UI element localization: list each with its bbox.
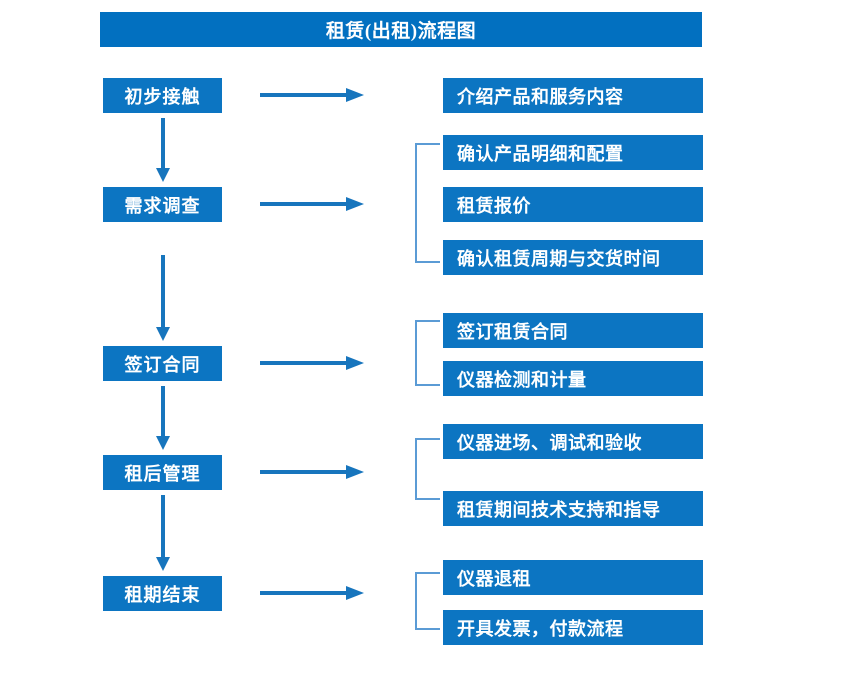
group-bracket-4 [415,438,440,500]
arrow-shaft [260,361,348,365]
group-bracket-5 [415,572,440,630]
detail-node-2-1[interactable]: 确认产品明细和配置 [443,135,703,170]
arrow-head-icon [346,465,364,479]
stage-arrow-1 [260,88,364,102]
arrow-shaft [161,386,165,436]
group-bracket-2 [415,143,440,263]
detail-node-1-1[interactable]: 介绍产品和服务内容 [443,78,703,113]
arrow-shaft [161,118,165,168]
stage-node-1[interactable]: 初步接触 [103,78,222,113]
stage-arrow-5 [260,586,364,600]
arrow-head-icon [156,168,170,182]
arrow-shaft [161,255,165,327]
stage-node-5[interactable]: 租期结束 [103,576,222,611]
stage-arrow-2 [260,197,364,211]
stage-arrow-4 [260,465,364,479]
flow-connector-2-3 [156,255,170,341]
flow-connector-1-2 [156,118,170,182]
detail-node-4-2[interactable]: 租赁期间技术支持和指导 [443,491,703,526]
arrow-shaft [260,591,348,595]
group-bracket-3 [415,320,440,386]
arrow-head-icon [156,557,170,571]
detail-node-4-1[interactable]: 仪器进场、调试和验收 [443,424,703,459]
detail-node-2-2[interactable]: 租赁报价 [443,187,703,222]
arrow-head-icon [346,356,364,370]
arrow-head-icon [346,88,364,102]
stage-node-3[interactable]: 签订合同 [103,346,222,381]
arrow-shaft [161,495,165,557]
detail-node-3-1[interactable]: 签订租赁合同 [443,313,703,348]
detail-node-2-3[interactable]: 确认租赁周期与交货时间 [443,240,703,275]
arrow-head-icon [346,197,364,211]
detail-node-5-2[interactable]: 开具发票，付款流程 [443,610,703,645]
arrow-shaft [260,93,348,97]
stage-node-2[interactable]: 需求调查 [103,187,222,222]
arrow-head-icon [346,586,364,600]
stage-node-4[interactable]: 租后管理 [103,455,222,490]
detail-node-3-2[interactable]: 仪器检测和计量 [443,361,703,396]
flow-connector-3-4 [156,386,170,450]
arrow-shaft [260,470,348,474]
arrow-shaft [260,202,348,206]
detail-node-5-1[interactable]: 仪器退租 [443,560,703,595]
flow-connector-4-5 [156,495,170,571]
diagram-title: 租赁(出租)流程图 [100,12,702,47]
arrow-head-icon [156,327,170,341]
arrow-head-icon [156,436,170,450]
stage-arrow-3 [260,356,364,370]
